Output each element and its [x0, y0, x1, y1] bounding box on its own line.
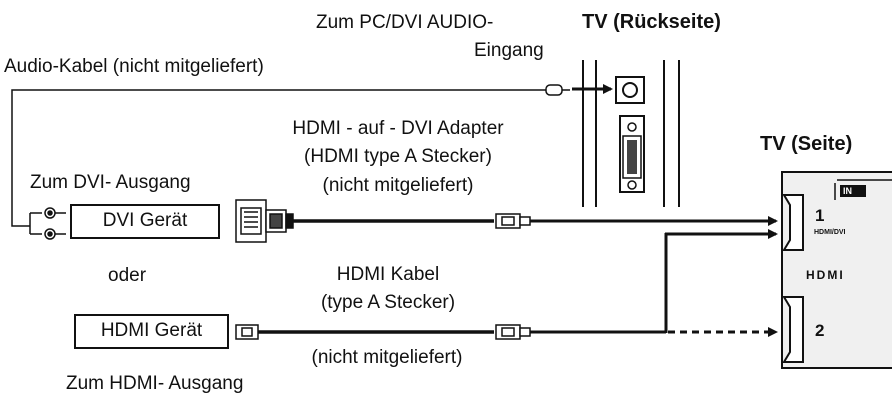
pc-dvi-audio-label-line1: Zum PC/DVI AUDIO- — [316, 12, 494, 33]
hdmi-cable-label-line1: HDMI Kabel — [336, 264, 440, 285]
tv-side-title: TV (Seite) — [760, 133, 853, 155]
hdmi-plug-device — [235, 324, 259, 340]
pc-dvi-audio-label-line2: Eingang — [474, 40, 544, 61]
port2-number: 2 — [815, 321, 825, 340]
hdmi-plug-cable — [495, 324, 531, 340]
dvi-device-box — [70, 204, 220, 239]
dvi-device-label: DVI Gerät — [102, 210, 188, 231]
adapter-label-line2: (HDMI type A Stecker) — [304, 146, 492, 167]
audio-cable — [11, 84, 570, 227]
dvi-adapter — [235, 199, 294, 243]
dvi-output-label: Zum DVI- Ausgang — [30, 172, 191, 193]
adapter-label-line1: HDMI - auf - DVI Adapter — [292, 118, 504, 139]
audio-cable-label: Audio-Kabel (nicht mitgeliefert) — [4, 56, 264, 77]
tv-back-panel — [582, 60, 680, 207]
hdmi-device-label: HDMI Gerät — [100, 320, 203, 341]
hdmi-logo: HDMI — [806, 268, 845, 282]
hdmi-plug-dvi-line — [495, 213, 531, 229]
adapter-label-line3: (nicht mitgeliefert) — [322, 175, 474, 196]
hdmi-output-label: Zum HDMI- Ausgang — [66, 373, 244, 394]
rca-plugs — [29, 207, 66, 240]
hdmi-cable-label-line2: (type A Stecker) — [320, 292, 456, 313]
port1-number: 1 — [815, 206, 825, 225]
port1-label: HDMI/DVI — [814, 229, 846, 236]
hdmi-not-included-label: (nicht mitgeliefert) — [311, 347, 463, 368]
dvi-port — [619, 115, 645, 193]
tv-back-title: TV (Rückseite) — [582, 11, 721, 33]
or-label: oder — [108, 265, 147, 286]
hdmi-device-box — [74, 314, 229, 349]
audio-jack-port — [615, 76, 645, 104]
tv-side-panel — [781, 171, 892, 369]
tv-in-label: IN — [843, 186, 852, 196]
